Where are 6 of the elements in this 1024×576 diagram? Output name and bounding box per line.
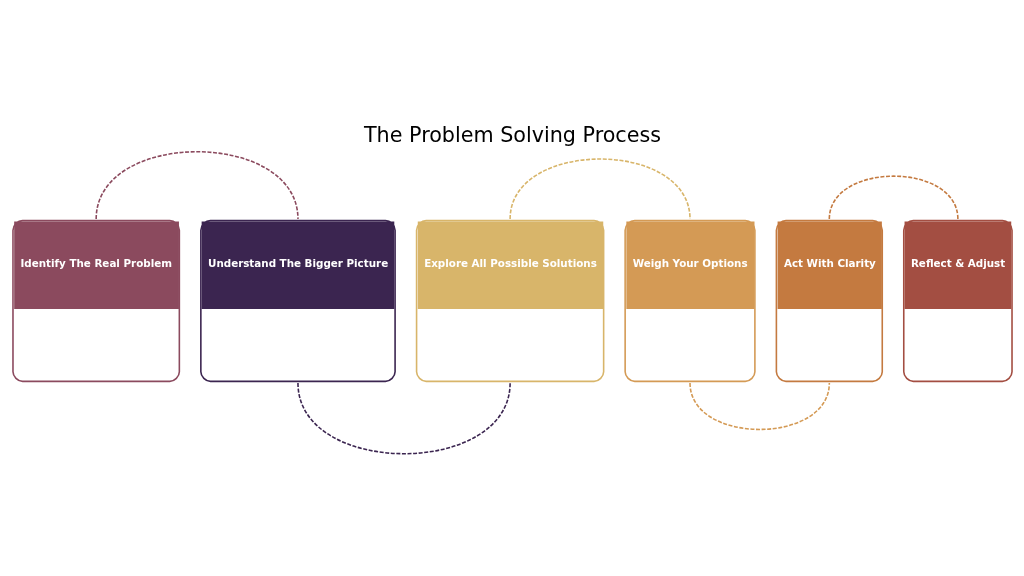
connector [508, 158, 691, 220]
connector [688, 382, 830, 431]
connector [828, 175, 959, 220]
connector [94, 150, 299, 220]
diagram-title: The Problem Solving Process [363, 123, 661, 148]
connector [296, 382, 511, 455]
